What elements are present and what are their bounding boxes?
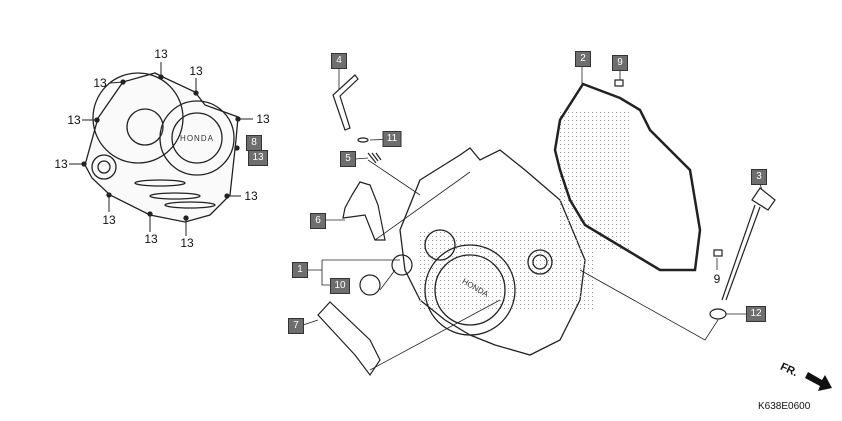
bolt-label: 13 [93, 76, 107, 90]
dowel-label: 9 [713, 272, 721, 286]
callout-6: 6 [310, 213, 326, 229]
callout-13: 13 [248, 150, 268, 166]
spring [367, 152, 382, 164]
callout-3: 3 [751, 169, 767, 185]
bolt-label: 13 [67, 113, 81, 127]
front-direction-arrow [805, 372, 832, 391]
callout-12: 12 [746, 306, 766, 322]
o-ring [709, 308, 727, 320]
bolt-label: 13 [102, 213, 116, 227]
bolt-label: 13 [144, 232, 158, 246]
bolt-label: 13 [154, 47, 168, 61]
bracket [342, 181, 386, 241]
snap-ring [357, 137, 369, 143]
leader-lines [302, 66, 763, 371]
bolt-label: 13 [244, 189, 258, 203]
callout-4: 4 [331, 53, 347, 69]
bolt-label: 13 [54, 157, 68, 171]
bolt-label: 13 [256, 112, 270, 126]
shift-shaft [332, 74, 359, 131]
callout-1: 1 [292, 262, 308, 278]
bolt-label: 13 [180, 236, 194, 250]
dowel-pin [713, 249, 723, 257]
callout-7: 7 [288, 318, 304, 334]
callout-8: 8 [246, 135, 262, 151]
drawing-code: K638E0600 [758, 401, 811, 412]
bolt-label: 13 [189, 64, 203, 78]
callout-11: 11 [382, 131, 402, 147]
callout-2: 2 [575, 51, 591, 67]
right-crankcase-cover [399, 110, 630, 356]
callout-9: 9 [612, 55, 628, 71]
guide-plate [317, 301, 381, 377]
assembled-right-crankcase-cover [69, 62, 253, 236]
dowel-pin [614, 79, 624, 87]
seal [391, 254, 413, 276]
callout-10: 10 [330, 278, 350, 294]
bearing [359, 274, 381, 296]
gasket [553, 82, 702, 272]
brand-mark-left: HONDA [180, 134, 214, 143]
callout-5: 5 [340, 151, 356, 167]
oil-dipstick [721, 187, 776, 301]
